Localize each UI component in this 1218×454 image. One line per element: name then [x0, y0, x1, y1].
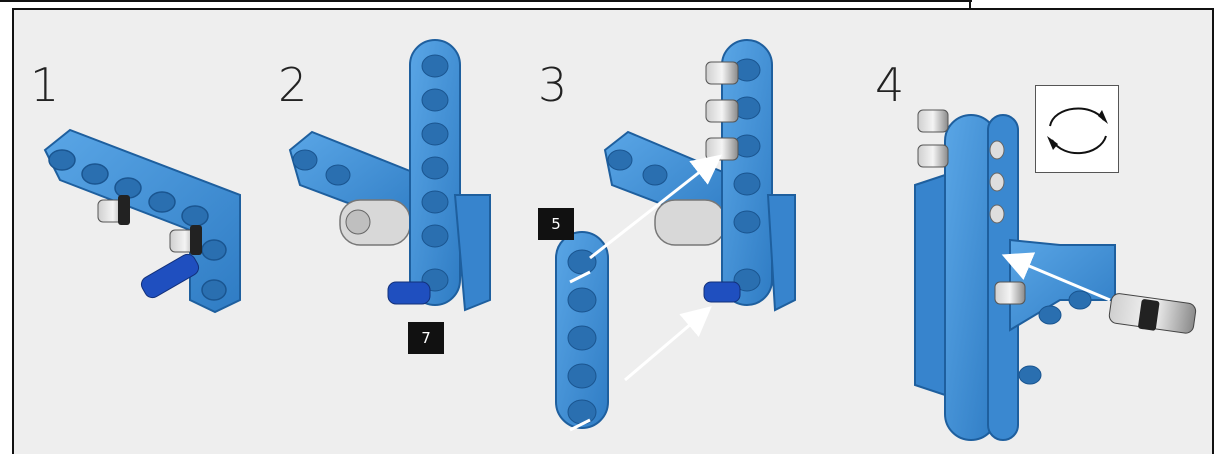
- step3-insert-arrows: [569, 154, 723, 432]
- step3-blue-pin: [703, 281, 741, 303]
- step1-blue-pin: [140, 253, 200, 299]
- step-number-3: 3: [538, 58, 568, 112]
- step2-blue-pin: [387, 281, 431, 305]
- step1-gray-pin: [97, 195, 202, 255]
- step4-loose-pin: [1108, 293, 1197, 334]
- step3-quantity-callout: 5: [538, 208, 574, 240]
- step2-quantity-callout: 7: [408, 322, 444, 354]
- step2-gray-connector: [339, 199, 411, 246]
- step-number-4: 4: [875, 58, 905, 112]
- step-number-1: 1: [30, 58, 60, 112]
- step3-gray-connector: [654, 199, 726, 246]
- step2-vertical-beam: [409, 39, 491, 312]
- step4-insert-arrow: [1001, 252, 1111, 302]
- rotate-model-icon: [1035, 85, 1119, 173]
- step3-new-beam: [555, 231, 609, 429]
- top-border: [0, 0, 972, 2]
- step-number-2: 2: [278, 58, 308, 112]
- border-tick: [969, 0, 971, 8]
- step4-gray-pins: [917, 109, 1026, 305]
- step3-gray-pins: [705, 61, 739, 161]
